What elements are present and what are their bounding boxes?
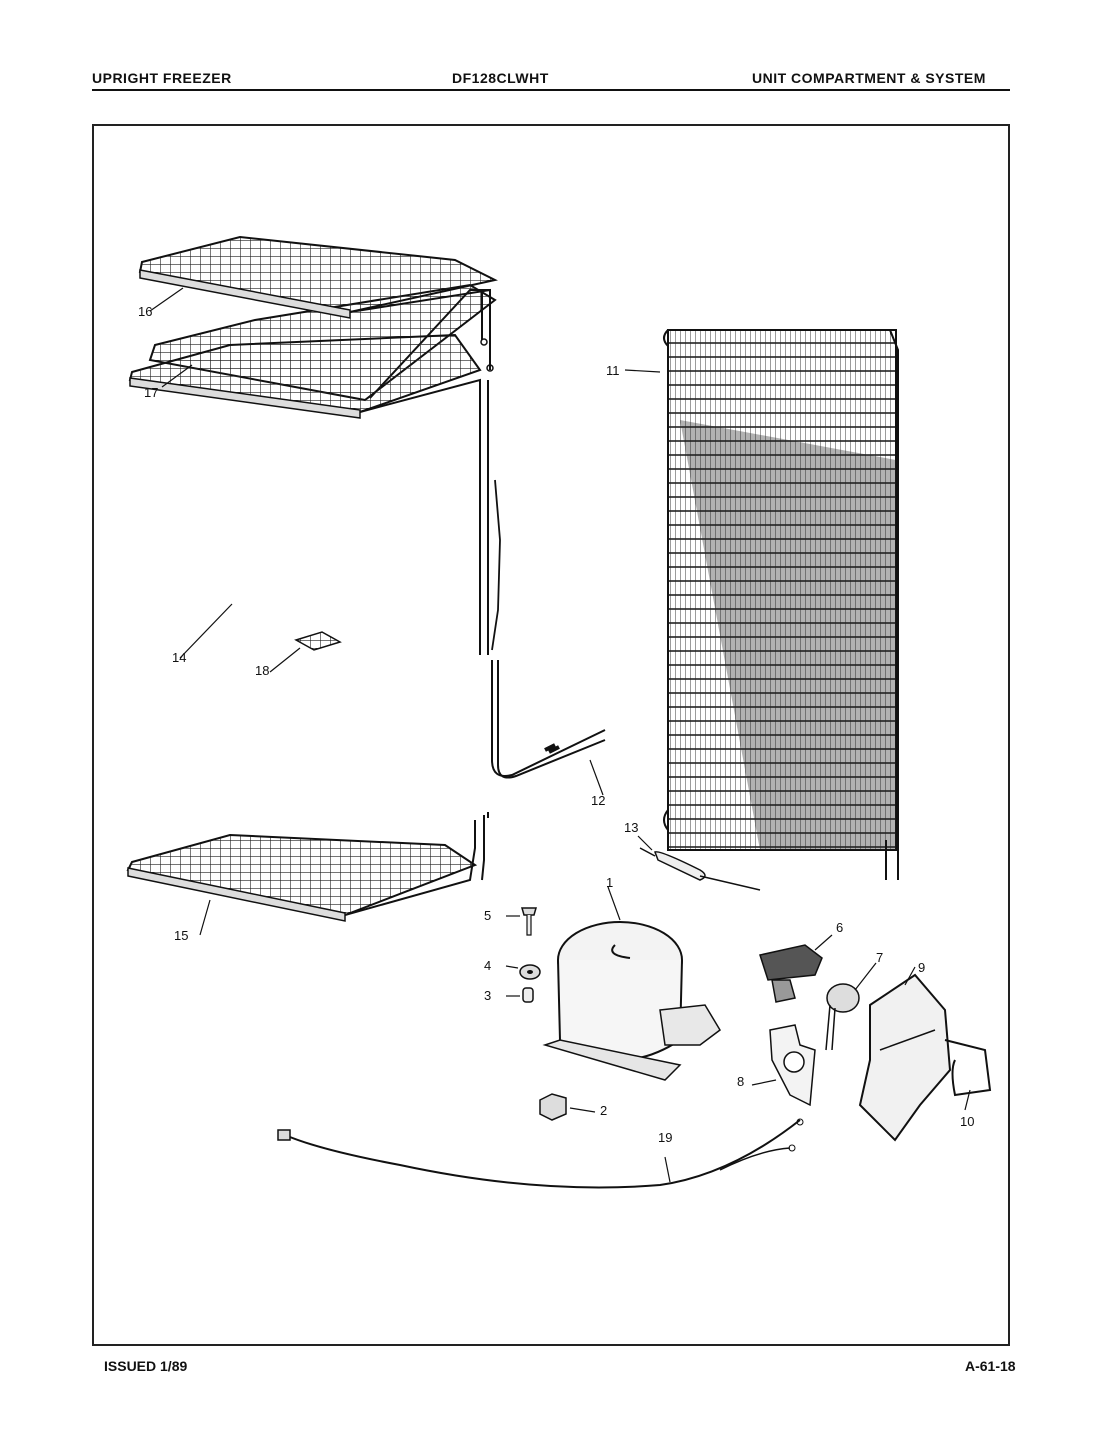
header-title: UPRIGHT FREEZER (92, 70, 232, 86)
callout-11: 11 (606, 363, 620, 378)
callout-15: 15 (174, 928, 188, 943)
filter-drier-13 (639, 847, 761, 891)
part-4-grommet (519, 964, 541, 980)
connecting-tubing (491, 660, 606, 779)
callout-17: 17 (144, 385, 158, 400)
evaporator-shelf-15 (126, 812, 489, 922)
callout-8: 8 (737, 1074, 744, 1089)
part-9-cover (858, 973, 952, 1142)
part-19-power-cord (277, 1118, 804, 1189)
part-3-sleeve (522, 987, 534, 1003)
callout-6: 6 (836, 920, 843, 935)
compressor-1 (542, 921, 721, 1081)
condenser-11 (663, 329, 899, 880)
callout-3: 3 (484, 988, 491, 1003)
issued-date: ISSUED 1/89 (104, 1358, 188, 1374)
callout-labels: 1 2 3 4 5 6 7 8 9 10 11 12 13 14 15 16 1… (138, 304, 974, 1145)
callout-10: 10 (960, 1114, 974, 1129)
callout-18: 18 (255, 663, 269, 678)
callout-4: 4 (484, 958, 491, 973)
header-rule (92, 89, 1010, 91)
part-7-overload (825, 983, 860, 1051)
callout-9: 9 (918, 960, 925, 975)
evaporator-shelf-16 (138, 235, 498, 372)
leader-lines (149, 287, 971, 1183)
callout-7: 7 (876, 950, 883, 965)
part-5-bolt (521, 907, 537, 936)
header-section-title: UNIT COMPARTMENT & SYSTEM (752, 70, 986, 86)
callout-2: 2 (600, 1103, 607, 1118)
part-8-clip (769, 1024, 816, 1107)
callout-1: 1 (606, 875, 613, 890)
callout-19: 19 (658, 1130, 672, 1145)
evaporator-shelf-14 (128, 333, 501, 655)
callout-16: 16 (138, 304, 152, 319)
part-6-relay (759, 944, 823, 1003)
callout-13: 13 (624, 820, 638, 835)
callout-14: 14 (172, 650, 186, 665)
diagram-frame (92, 124, 1010, 1346)
page-code: A-61-18 (965, 1358, 1016, 1374)
part-10-bale-clip (944, 1039, 992, 1097)
header-model-number: DF128CLWHT (452, 70, 549, 86)
callout-5: 5 (484, 908, 491, 923)
callout-12: 12 (591, 793, 605, 808)
part-18-plate (294, 631, 342, 651)
part-2-nut (539, 1093, 567, 1121)
